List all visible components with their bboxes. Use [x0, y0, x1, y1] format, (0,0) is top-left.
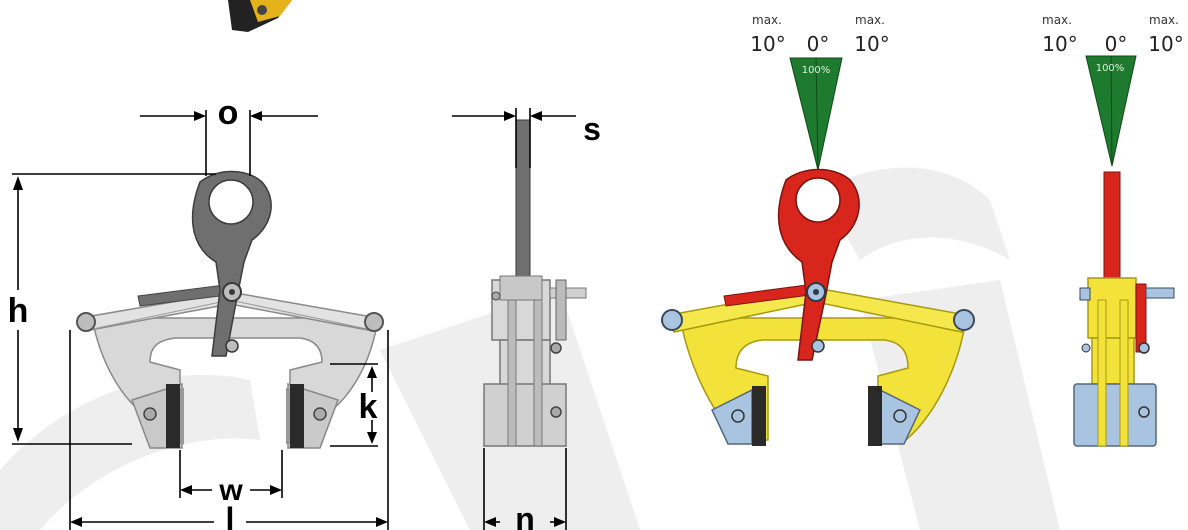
- dim-label-n: n: [515, 501, 535, 530]
- max-label-left-1: max.: [752, 13, 782, 27]
- capacity-label-1: 100%: [802, 65, 831, 76]
- angle-left-2: 10°: [1042, 32, 1077, 56]
- dim-label-w: w: [218, 474, 243, 507]
- dim-label-h: h: [8, 292, 29, 330]
- angle-gauge-1: 100% max. 10° 0° max. 10°: [750, 13, 890, 171]
- dim-label-l: l: [226, 501, 235, 530]
- angle-center-2: 0°: [1105, 32, 1128, 56]
- grey-clamp-side: s n: [452, 108, 601, 530]
- dim-label-k: k: [359, 388, 378, 426]
- dim-label-s: s: [583, 111, 601, 147]
- angle-right-2: 10°: [1148, 32, 1183, 56]
- angle-gauge-2: 100% max. 10° 0° max. 10°: [1042, 13, 1184, 167]
- capacity-label-2: 100%: [1096, 63, 1125, 74]
- dim-label-o: o: [218, 94, 239, 132]
- colored-clamp-front: 100% max. 10° 0° max. 10°: [661, 13, 975, 446]
- max-label-right-2: max.: [1149, 13, 1179, 27]
- colored-clamp-side: 100% max. 10° 0° max. 10°: [1042, 13, 1184, 447]
- max-label-right-1: max.: [855, 13, 885, 27]
- grey-clamp-front: o h k w l: [8, 94, 389, 530]
- angle-right-1: 10°: [854, 32, 889, 56]
- angle-center-1: 0°: [807, 32, 830, 56]
- tool-thumbnail: [228, 0, 292, 32]
- dimension-arrows: [13, 111, 388, 527]
- max-label-left-2: max.: [1042, 13, 1072, 27]
- angle-left-1: 10°: [750, 32, 785, 56]
